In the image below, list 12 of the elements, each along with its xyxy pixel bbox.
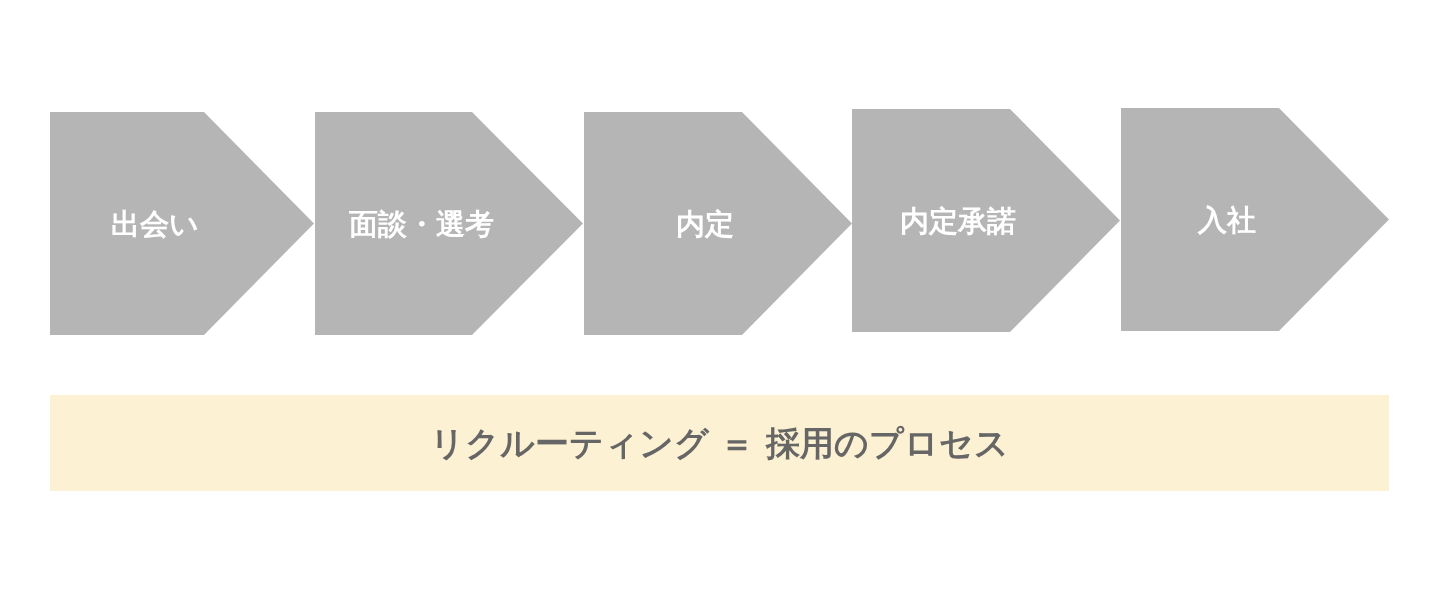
step-pentagon — [1121, 108, 1389, 331]
step-pentagon — [50, 112, 314, 335]
step-pentagon — [584, 112, 852, 335]
step-label: 内定承諾 — [900, 203, 1016, 238]
step-label: 内定 — [676, 206, 734, 241]
step-label: 面談・選考 — [348, 206, 494, 241]
step-label: 入社 — [1198, 202, 1256, 237]
banner-text: リクルーティング ＝ 採用のプロセス — [429, 422, 1010, 464]
step-pentagon — [315, 112, 583, 335]
step-pentagon — [852, 109, 1120, 332]
banner — [50, 395, 1389, 491]
step-label: 出会い — [111, 206, 199, 241]
